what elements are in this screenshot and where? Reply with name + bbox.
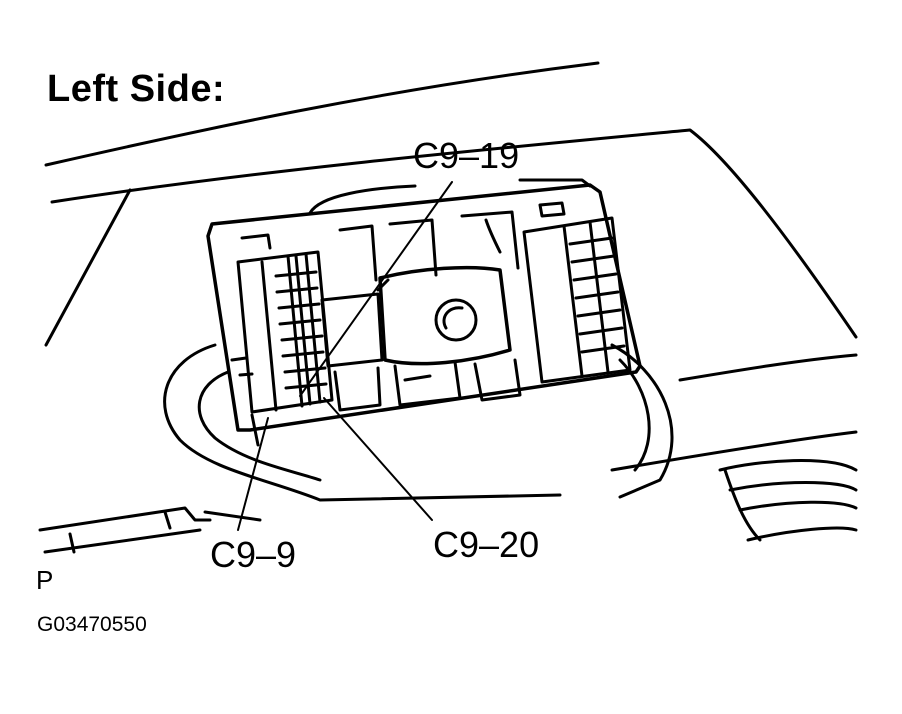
bracket-lower-left — [38, 506, 262, 554]
connector-c9 — [230, 250, 334, 414]
callout-c9-19: C9–19 — [413, 135, 520, 176]
callout-c9-9: C9–9 — [210, 534, 297, 575]
view-marker: P — [36, 565, 54, 595]
dashboard-trim-lines — [44, 61, 858, 472]
junction-block — [206, 178, 642, 432]
leader-c9-9 — [237, 417, 269, 531]
leader-c9-20 — [323, 397, 433, 521]
wire-harness — [163, 343, 858, 542]
callout-c9-20: C9–20 — [433, 524, 540, 565]
page-title: Left Side: — [47, 68, 226, 110]
leader-c9-19 — [299, 181, 453, 397]
figure-id: G03470550 — [37, 613, 147, 636]
center-relay — [240, 210, 522, 447]
connector-right — [522, 201, 632, 384]
leader-lines — [237, 181, 453, 531]
